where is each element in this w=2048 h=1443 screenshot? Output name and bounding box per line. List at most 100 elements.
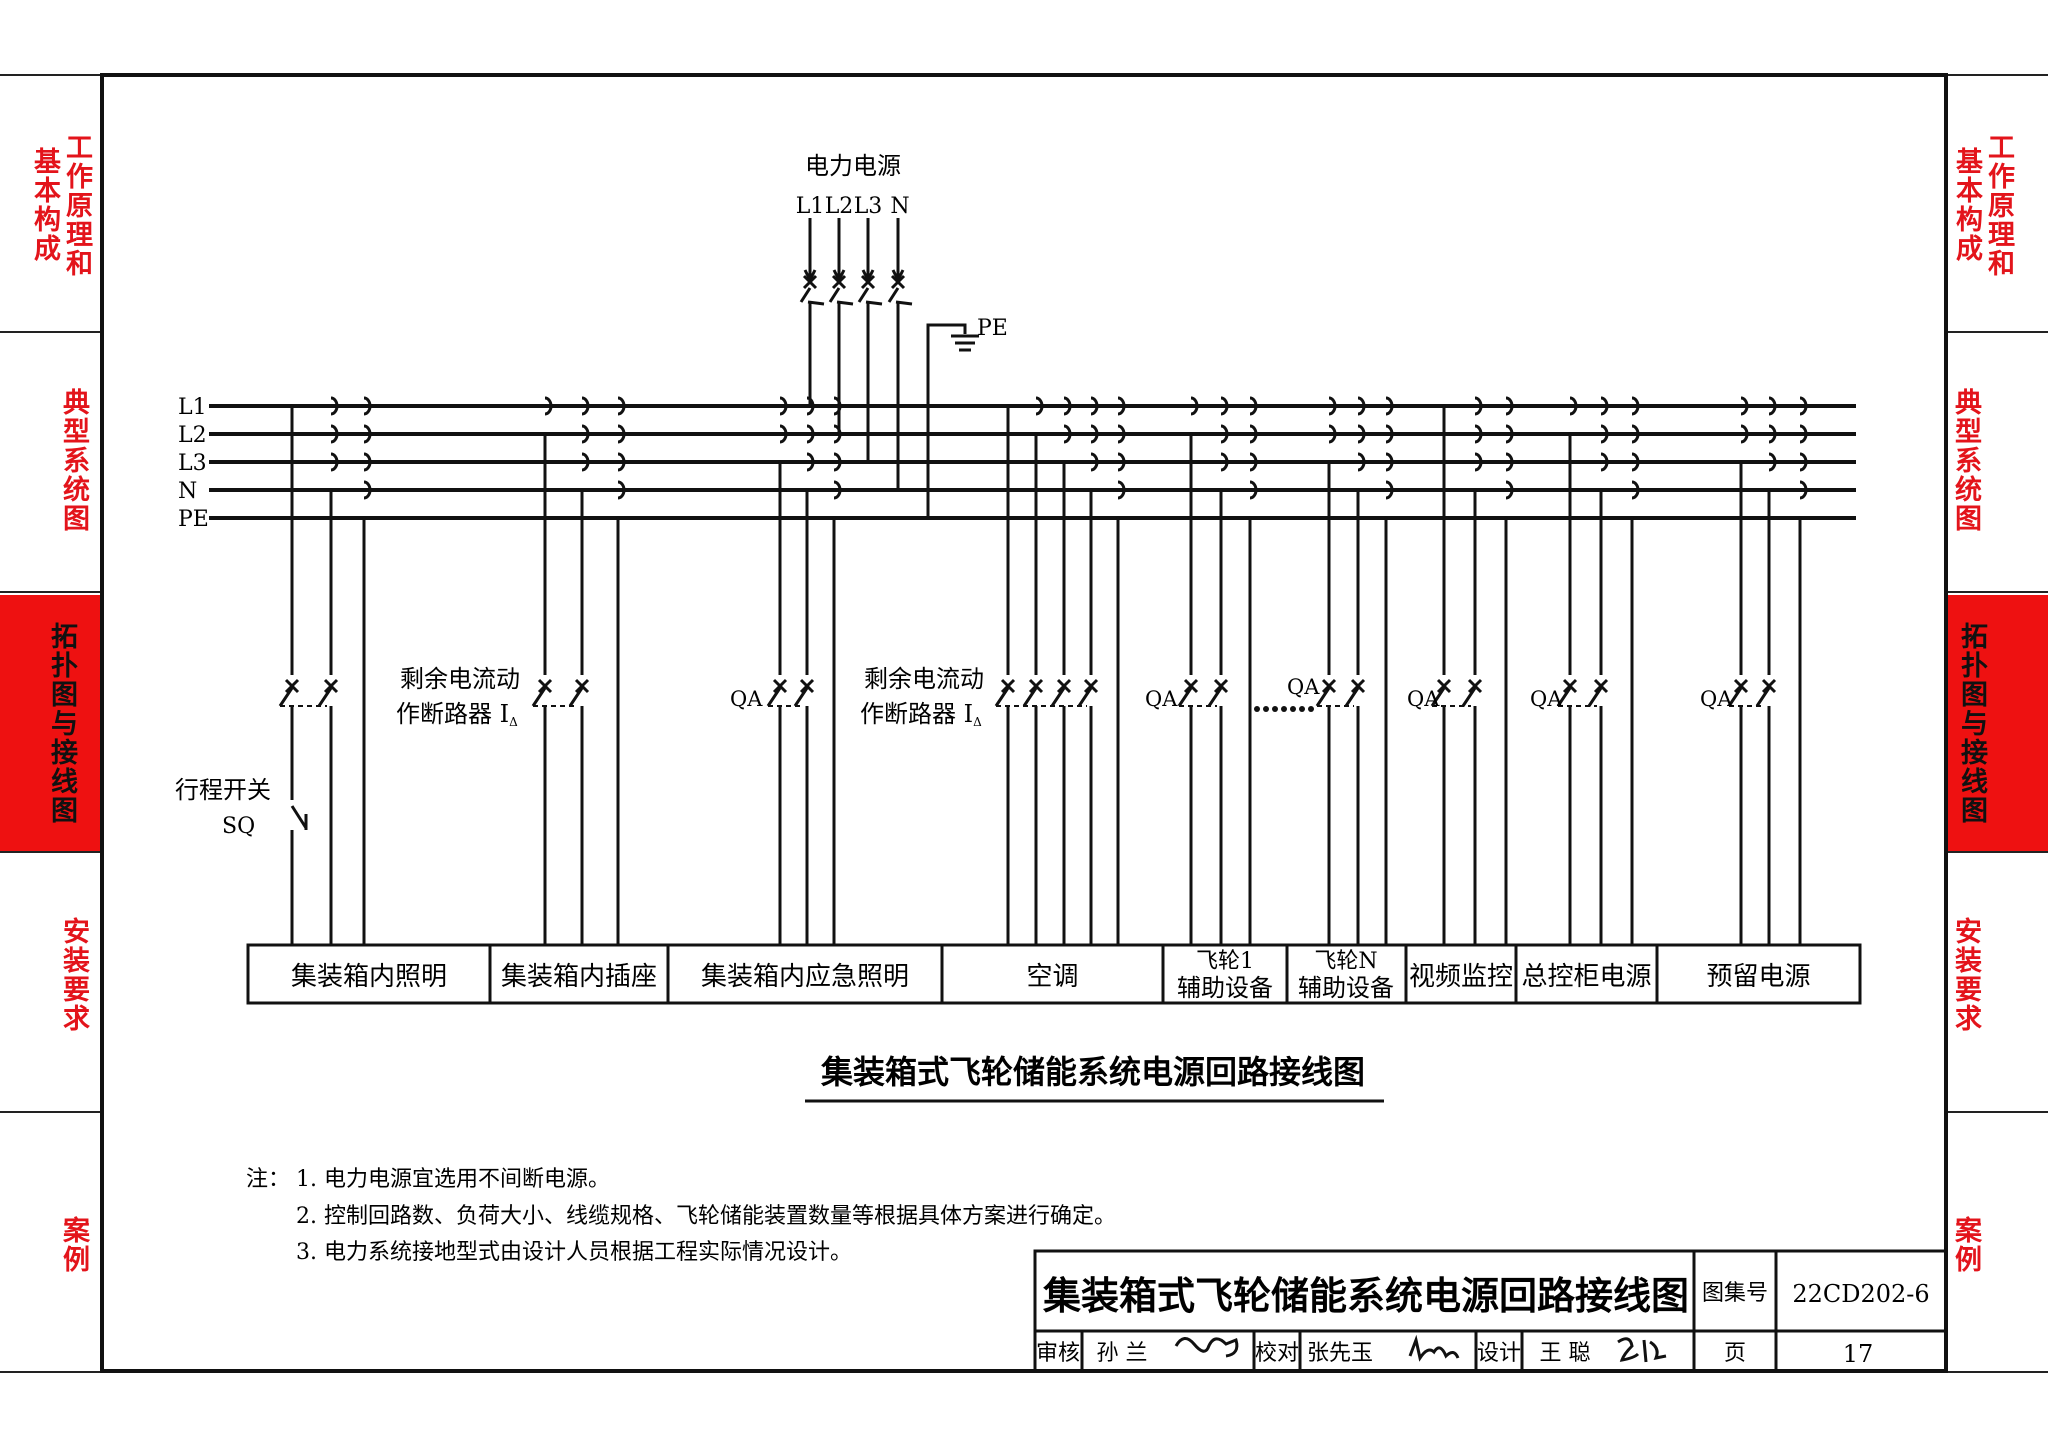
load-cell-4: 视频监控 <box>1409 962 1513 992</box>
tab-separators <box>0 74 2048 1373</box>
qa-label-2: QA <box>1145 687 1178 711</box>
designer-name: 王 聪 <box>1540 1341 1591 1366</box>
right-tab-principle[interactable]: 基本构成 工作原理和 <box>1948 110 2020 300</box>
left-tab-principle[interactable]: 工作原理和 基本构成 <box>26 110 98 300</box>
notes-prefix: 注： <box>246 1167 290 1192</box>
note-3: 3. 电力系统接地型式由设计人员根据工程实际情况设计。 <box>296 1240 852 1265</box>
right-tab-typical[interactable]: 典型系统图 <box>1940 370 1994 550</box>
rcd-label-2-line1: 剩余电流动 <box>864 665 984 693</box>
pe-ground-symbol <box>926 323 979 518</box>
bus-label-l3: L3 <box>178 451 207 476</box>
source-drop-4 <box>887 218 913 490</box>
phase-label-n: N <box>890 194 909 219</box>
rcd-label-1-text: 作断路器 I <box>396 700 509 728</box>
right-tab-cases-label: 案例 <box>1950 1216 1981 1274</box>
right-tab-typical-label: 典型系统图 <box>1950 387 1981 533</box>
rcd-label-2-text: 作断路器 I <box>860 700 973 728</box>
reviewer-name: 孙 兰 <box>1097 1341 1148 1366</box>
feeder-circuits <box>278 396 1808 945</box>
qa-label-6: QA <box>1700 687 1733 711</box>
page-number: 17 <box>1843 1340 1874 1368</box>
load-cell-3: 空调 <box>1026 962 1078 992</box>
checker-signature <box>1408 1334 1460 1362</box>
rcd-label-1-sub: Δ <box>509 715 518 729</box>
left-tab-install[interactable]: 安装要求 <box>48 900 102 1050</box>
qa-label-5: QA <box>1530 687 1563 711</box>
left-tab-cases[interactable]: 案例 <box>48 1200 102 1290</box>
load-cell-2: 集装箱内应急照明 <box>701 962 909 992</box>
left-tab-topology-label: 拓扑图与接线图 <box>46 621 77 825</box>
phase-label-l2: L2 <box>825 194 854 219</box>
left-tab-cases-label: 案例 <box>58 1216 89 1274</box>
rcd-label-1-line1: 剩余电流动 <box>400 665 520 693</box>
left-tab-principle-col1: 工作原理和 <box>61 132 92 278</box>
right-tab-cases[interactable]: 案例 <box>1940 1200 1994 1290</box>
feeder-flywheel-n <box>1315 396 1394 945</box>
left-tab-typical-label: 典型系统图 <box>58 387 89 533</box>
right-tab-principle-col1: 基本构成 <box>1951 147 1982 263</box>
phase-label-l1: L1 <box>796 194 825 219</box>
feeder-lighting <box>278 396 372 945</box>
feeder-socket <box>531 396 626 945</box>
qa-label-3: QA <box>1287 675 1320 699</box>
bus-label-l2: L2 <box>178 423 207 448</box>
feeder-flywheel-1 <box>1177 396 1258 945</box>
feeder-aircon <box>994 396 1126 945</box>
right-tab-install[interactable]: 安装要求 <box>1940 900 1994 1050</box>
rcd-label-2-line2: 作断路器 IΔ <box>860 700 982 729</box>
load-table: 集装箱内照明集装箱内插座集装箱内应急照明空调视频监控总控柜电源预留电源飞轮1辅助… <box>246 943 1862 1005</box>
title-block <box>1033 1249 1948 1373</box>
ellipsis-dots <box>1254 706 1314 712</box>
bus-bars <box>209 404 1856 520</box>
design-label: 设计 <box>1477 1341 1521 1366</box>
designer-signature <box>1617 1337 1667 1363</box>
pe-label: PE <box>977 316 1008 341</box>
feeder-reserve <box>1727 396 1808 945</box>
note-1: 1. 电力电源宜选用不间断电源。 <box>296 1167 610 1192</box>
feeder-video <box>1430 396 1514 945</box>
bus-label-l1: L1 <box>178 395 207 420</box>
right-tab-topology[interactable]: 拓扑图与接线图 <box>1948 595 2048 851</box>
drawing-frame <box>100 73 1948 1373</box>
left-tab-topology[interactable]: 拓扑图与接线图 <box>0 595 100 851</box>
checker-name: 张先玉 <box>1307 1341 1373 1366</box>
source-lines <box>799 218 913 490</box>
flywheel-cell-1-line1: 飞轮1 <box>1196 949 1254 974</box>
atlas-label: 图集号 <box>1702 1281 1768 1306</box>
bus-label-n: N <box>178 479 197 504</box>
rcd-label-2-sub: Δ <box>973 715 982 729</box>
right-tab-install-label: 安装要求 <box>1950 917 1981 1033</box>
page-label: 页 <box>1724 1341 1746 1366</box>
reviewer-signature <box>1174 1337 1239 1358</box>
feeder-emergency <box>766 396 842 945</box>
load-cell-1: 集装箱内插座 <box>501 962 657 992</box>
flywheel-cell-2-line1: 飞轮N <box>1314 949 1377 974</box>
left-tab-typical[interactable]: 典型系统图 <box>48 370 102 550</box>
limit-switch-label: 行程开关 <box>175 776 271 804</box>
flywheel-cell-1-line2: 辅助设备 <box>1177 974 1273 1002</box>
source-drop-1 <box>799 218 825 406</box>
phase-label-l3: L3 <box>854 194 883 219</box>
qa-label-4: QA <box>1407 687 1440 711</box>
feeder-control <box>1556 396 1640 945</box>
bus-label-pe: PE <box>178 507 209 532</box>
source-drop-2 <box>828 218 854 434</box>
check-label: 校对 <box>1255 1341 1299 1366</box>
left-tab-principle-col2: 基本构成 <box>29 147 60 263</box>
source-drop-3 <box>857 218 883 462</box>
left-tab-install-label: 安装要求 <box>58 917 89 1033</box>
source-label: 电力电源 <box>805 152 901 180</box>
diagram-title: 集装箱式飞轮储能系统电源回路接线图 <box>820 1053 1365 1091</box>
note-2: 2. 控制回路数、负荷大小、线缆规格、飞轮储能装置数量等根据具体方案进行确定。 <box>296 1204 1116 1229</box>
load-cell-5: 总控柜电源 <box>1521 962 1651 992</box>
load-cell-0: 集装箱内照明 <box>291 962 447 992</box>
right-tab-principle-col2: 工作原理和 <box>1983 132 2014 278</box>
title-block-title: 集装箱式飞轮储能系统电源回路接线图 <box>1042 1273 1689 1318</box>
load-table-frame <box>246 943 1862 1005</box>
flywheel-cell-2-line2: 辅助设备 <box>1298 974 1394 1002</box>
